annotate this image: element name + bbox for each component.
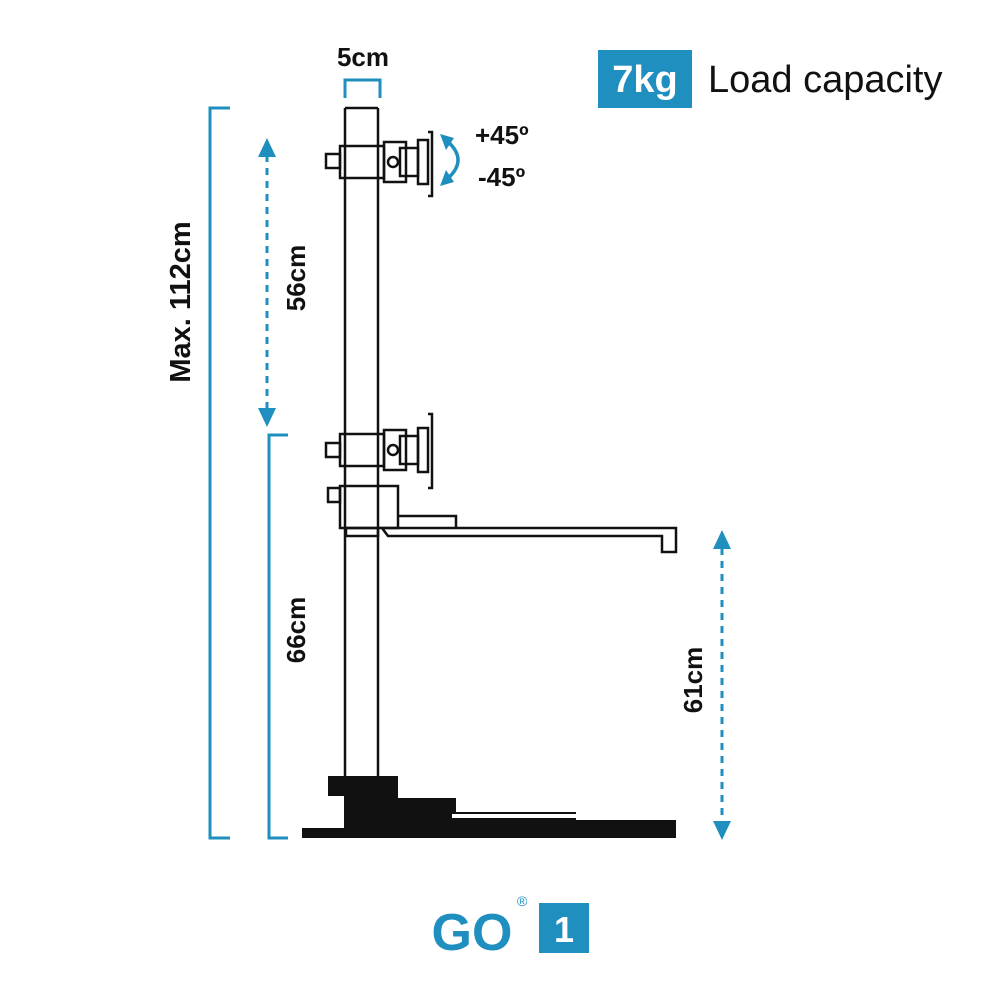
- load-capacity-label: Load capacity: [708, 59, 943, 101]
- load-capacity: 7kg Load capacity: [598, 50, 943, 108]
- load-badge: [598, 50, 692, 108]
- pole: [343, 106, 380, 780]
- desk-height-label: 61cm: [678, 647, 708, 714]
- stand-drawing: [302, 106, 678, 838]
- max-height-dimension: Max. 112cm: [165, 106, 230, 840]
- lower-monitor-mount: [324, 412, 434, 490]
- upper-monitor-mount: [324, 130, 434, 198]
- keyboard-travel-dimension: 66cm: [267, 433, 311, 840]
- base: [302, 776, 676, 838]
- tilt-indicator: +45º -45º: [440, 120, 529, 192]
- keyboard-tray: [326, 484, 678, 554]
- keyboard-travel-label: 66cm: [281, 597, 311, 664]
- tilt-arrow-up-icon: [440, 134, 454, 150]
- max-height-bracket: [208, 106, 230, 840]
- logo-wordmark: GO: [432, 904, 513, 962]
- desk-height-dimension: 61cm: [678, 530, 731, 840]
- pole-width-bracket: [343, 78, 382, 98]
- pole-width-label: 5cm: [337, 42, 389, 72]
- arrow-up-icon: [713, 530, 731, 549]
- monitor-travel-dimension: 56cm: [258, 138, 311, 427]
- arrow-up-icon: [258, 138, 276, 157]
- registered-mark: ®: [517, 893, 528, 909]
- keyboard-travel-bracket: [267, 433, 288, 840]
- pole-width-dimension: 5cm: [337, 42, 389, 98]
- tilt-down-label: -45º: [478, 162, 526, 192]
- monitor-travel-label: 56cm: [281, 245, 311, 312]
- brand-logo: GO ® 1: [432, 893, 589, 962]
- max-height-label: Max. 112cm: [165, 221, 197, 382]
- tilt-arrow-down-icon: [440, 170, 454, 186]
- load-badge-text: 7kg: [612, 59, 677, 101]
- arrow-down-icon: [713, 821, 731, 840]
- arrow-down-icon: [258, 408, 276, 427]
- model-number: 1: [554, 909, 574, 950]
- model-badge: [539, 903, 589, 953]
- tilt-up-label: +45º: [475, 120, 529, 150]
